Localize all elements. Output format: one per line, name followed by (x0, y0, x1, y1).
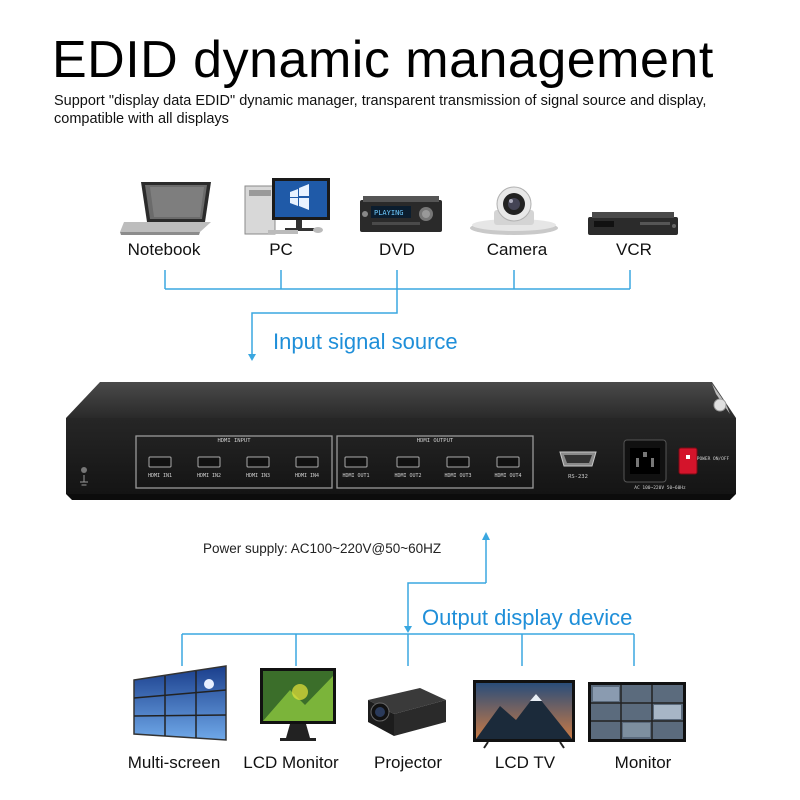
input-device-label-dvd: DVD (379, 240, 415, 259)
output-device-label-multi-screen: Multi-screen (127, 753, 221, 772)
rs232-label: RS-232 (568, 474, 588, 480)
rs232-port (559, 451, 597, 467)
page-title: EDID dynamic management (52, 31, 714, 89)
power-arrow-head (482, 532, 490, 540)
input-device-label-camera: Camera (486, 240, 548, 259)
hdmi-out3-label: HDMI OUT3 (444, 473, 471, 479)
input-device-label-notebook: Notebook (127, 240, 201, 259)
input-arrow-head (248, 354, 256, 361)
hdmi-in4-label: HDMI IN4 (295, 473, 319, 479)
input-connector-lines (164, 270, 631, 356)
output-device-label-lcd-tv: LCD TV (494, 753, 556, 772)
hdmi-out2-label: HDMI OUT2 (394, 473, 421, 479)
lcd-tv-icon (473, 680, 575, 749)
output-display-caption: Output display device (422, 605, 633, 630)
ground-terminal-icon (80, 467, 88, 486)
hdmi-output-group-label: HDMI OUTPUT (417, 438, 454, 444)
hdmi-matrix-device (66, 382, 736, 500)
security-monitor-icon (588, 682, 686, 742)
output-arrow-head (404, 626, 412, 633)
conference-camera-icon (470, 186, 558, 235)
page-subtitle: Support "display data EDID" dynamic mana… (54, 93, 707, 127)
power-supply-text: Power supply: AC100~220V@50~60HZ (203, 541, 442, 556)
svg-text:PLAYING: PLAYING (374, 209, 404, 217)
power-rating-label: AC 100~220V 50~60Hz (634, 485, 686, 491)
hdmi-out4-label: HDMI OUT4 (494, 473, 521, 479)
output-connector-lines (181, 538, 635, 666)
vcr-icon (588, 212, 678, 235)
desktop-pc-icon (244, 178, 330, 235)
lcd-monitor-icon (260, 668, 336, 741)
video-wall-icon (133, 665, 227, 741)
input-device-label-pc: PC (269, 240, 293, 259)
projector-icon (368, 688, 446, 736)
hdmi-in1-label: HDMI IN1 (148, 473, 172, 479)
input-device-label-vcr: VCR (616, 240, 652, 259)
hdmi-output-ports (344, 456, 520, 468)
input-signal-caption: Input signal source (273, 329, 458, 354)
laptop-icon (120, 182, 211, 235)
power-switch (678, 447, 698, 475)
output-device-label-lcd-monitor: LCD Monitor (243, 753, 339, 772)
hdmi-input-group-label: HDMI INPUT (217, 438, 251, 444)
hdmi-in3-label: HDMI IN3 (246, 473, 270, 479)
power-inlet (623, 439, 667, 483)
power-switch-label: POWER ON/OFF (697, 456, 730, 462)
hdmi-out1-label: HDMI OUT1 (342, 473, 369, 479)
dvd-player-icon: PLAYING (360, 196, 442, 232)
output-device-label-monitor: Monitor (614, 753, 672, 772)
hdmi-in2-label: HDMI IN2 (197, 473, 221, 479)
hdmi-input-ports (148, 456, 319, 468)
output-device-label-projector: Projector (373, 753, 443, 772)
